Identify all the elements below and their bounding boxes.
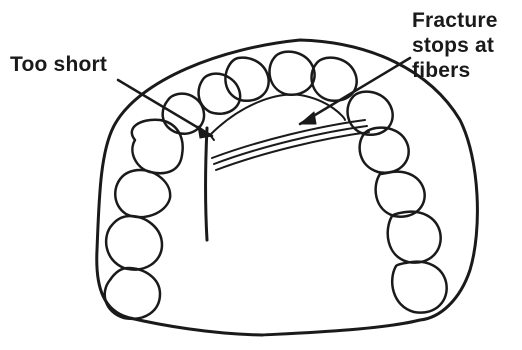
fiber-line-2 — [214, 126, 367, 164]
tooth-left-2 — [115, 170, 170, 217]
tooth-front-4 — [269, 52, 314, 95]
fracture-ridge-line — [210, 95, 345, 135]
label-fracture-line-3: fibers — [412, 58, 498, 83]
fiber-line-1 — [212, 120, 365, 158]
tooth-left-4 — [105, 268, 160, 319]
label-fracture-stops: Fracture stops at fibers — [412, 8, 498, 83]
crack-line — [206, 128, 208, 240]
label-too-short: Too short — [10, 52, 107, 77]
arrow-too-short-head — [198, 126, 212, 138]
tooth-right-4 — [388, 212, 441, 263]
tooth-right-3 — [376, 172, 425, 217]
arrow-fracture-head — [300, 112, 316, 124]
label-fracture-line-1: Fracture — [412, 8, 498, 33]
fiber-line-3 — [216, 132, 369, 170]
tooth-left-3 — [106, 216, 162, 270]
label-fracture-line-2: stops at — [412, 33, 498, 58]
denture-base-outline — [97, 40, 478, 335]
tooth-right-5 — [392, 262, 446, 313]
tooth-front-2 — [199, 74, 241, 114]
tooth-left-1 — [132, 120, 183, 173]
